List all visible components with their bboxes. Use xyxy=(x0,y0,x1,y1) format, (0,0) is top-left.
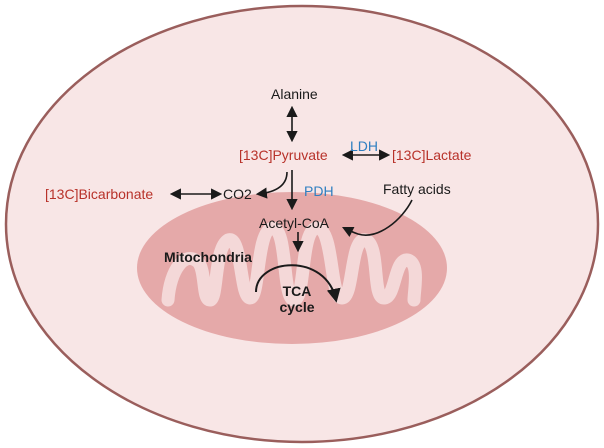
arrow-pyruvate-co2 xyxy=(255,171,288,199)
label-tca-line1: TCA xyxy=(282,283,312,299)
mitochondrion-shape xyxy=(137,192,447,344)
label-fatty-acids: Fatty acids xyxy=(383,181,451,197)
label-tca-line2: cycle xyxy=(279,299,315,315)
label-bicarbonate: [13C]Bicarbonate xyxy=(45,186,154,202)
label-ldh: LDH xyxy=(350,138,379,154)
label-pdh: PDH xyxy=(304,183,334,199)
tca-cycle-arrow xyxy=(255,264,341,303)
label-co2: CO2 xyxy=(223,186,252,202)
label-acetyl-coa: Acetyl-CoA xyxy=(259,215,330,231)
label-tca-cycle: TCA cycle xyxy=(272,283,322,315)
label-lactate: [13C]Lactate xyxy=(392,147,472,163)
label-mitochondria: Mitochondria xyxy=(164,249,252,265)
label-alanine: Alanine xyxy=(271,86,318,102)
arrow-fattyacids-acetylcoa xyxy=(341,199,413,238)
label-pyruvate: [13C]Pyruvate xyxy=(239,147,328,163)
